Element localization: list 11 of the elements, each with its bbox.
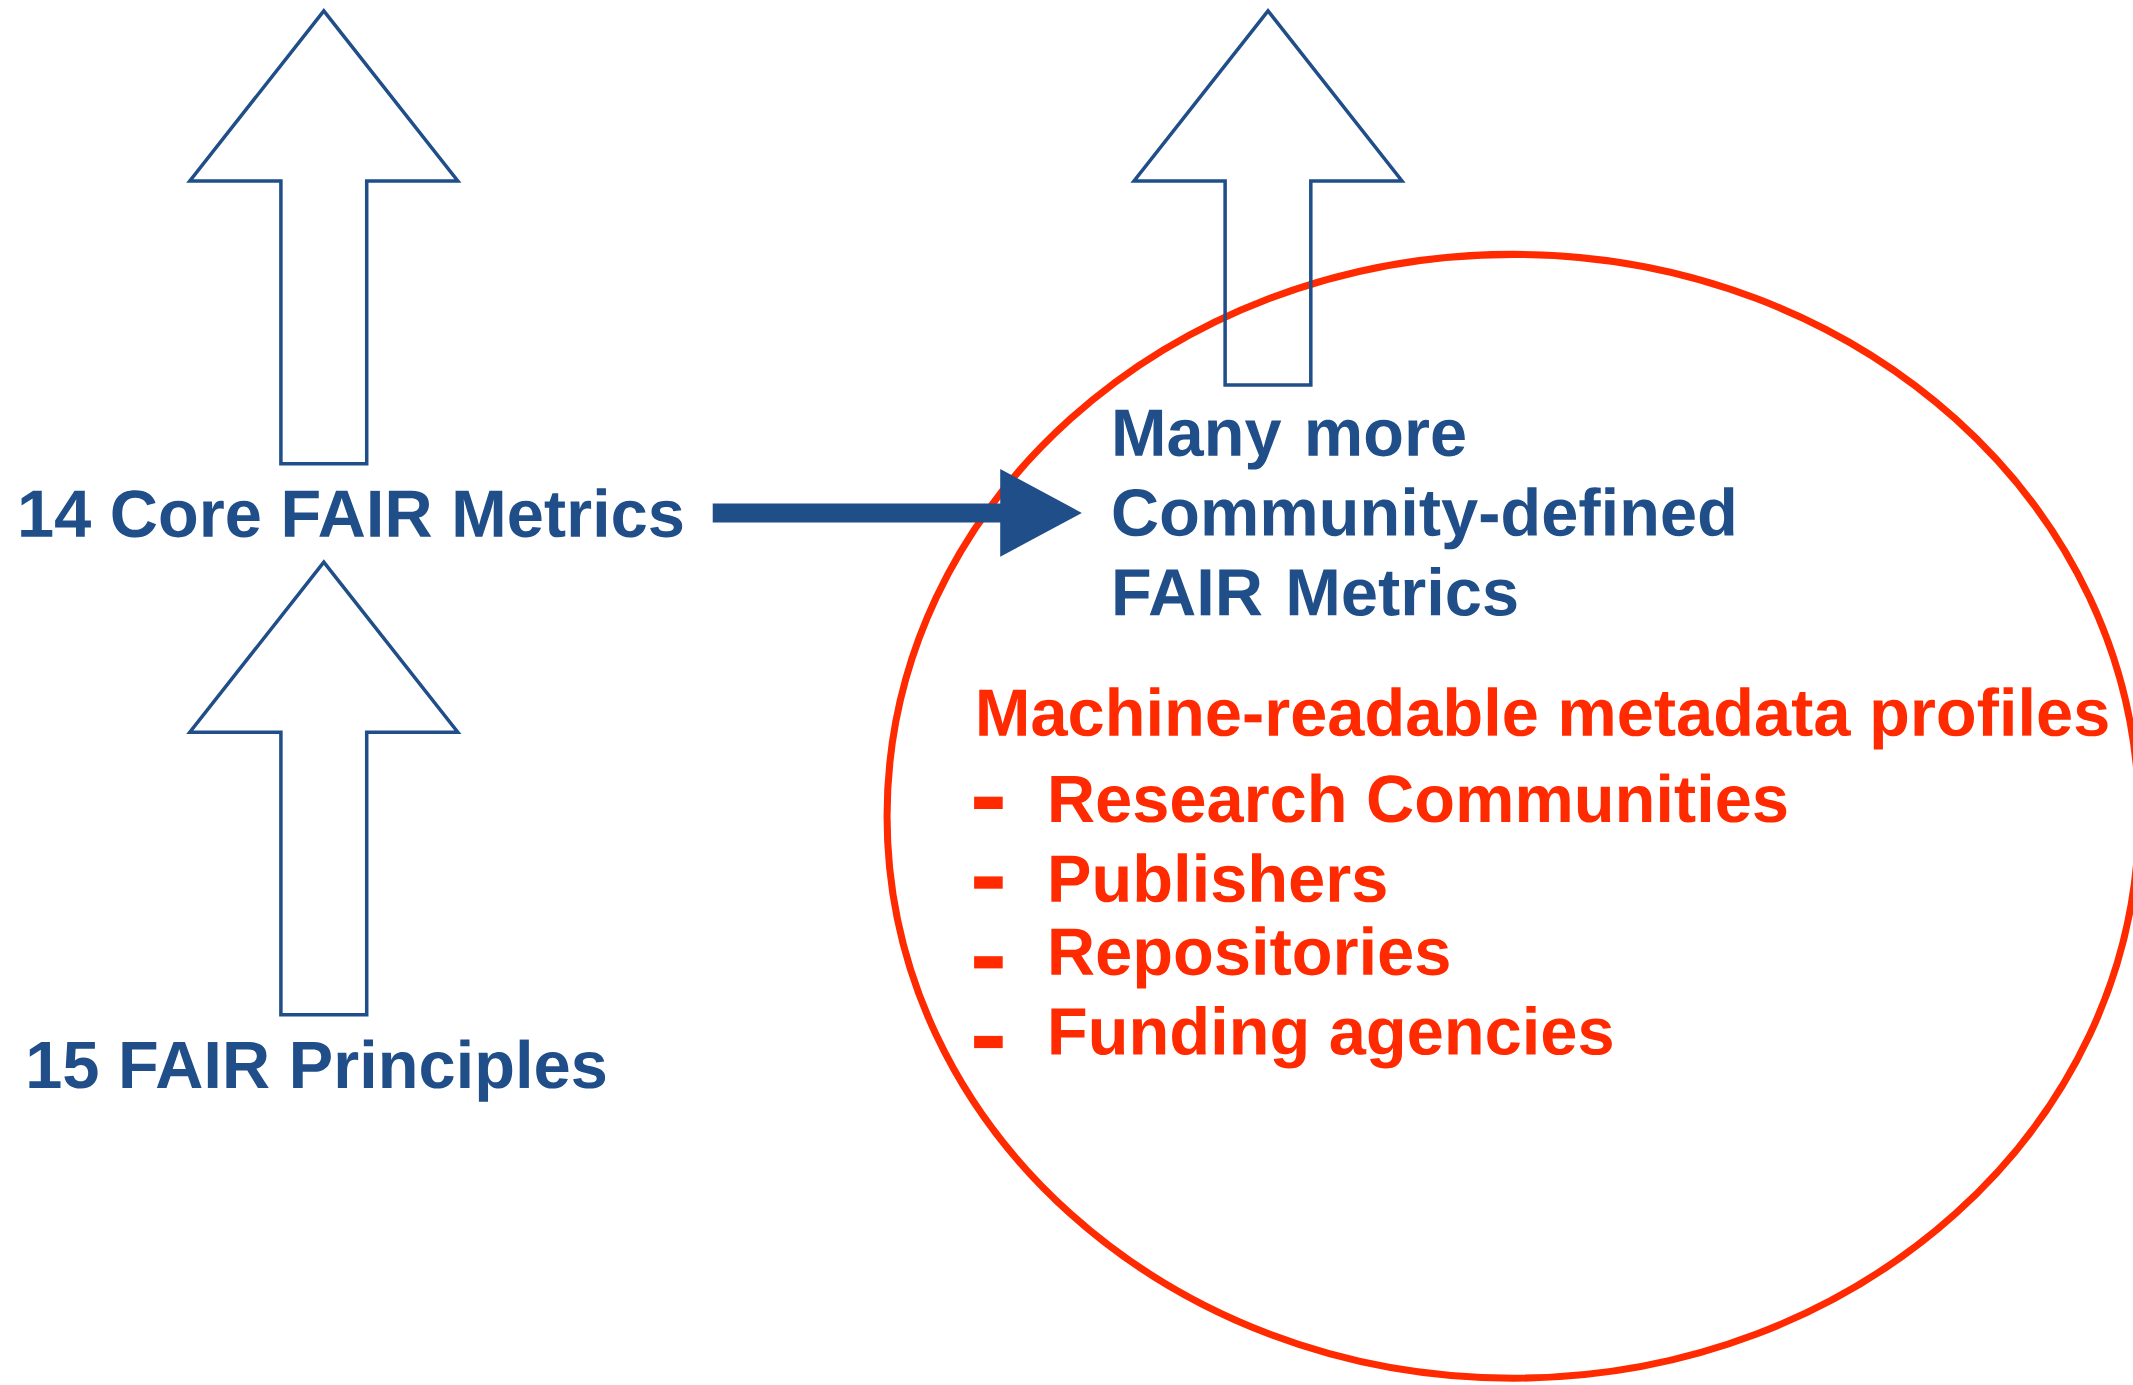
block-arrow — [1130, 8, 1406, 387]
list-item: Repositories — [974, 926, 1449, 989]
list-item: Research Communities — [974, 773, 1787, 823]
block-arrow — [186, 559, 462, 1017]
list-item: Funding agencies — [974, 1006, 1612, 1069]
block-arrow — [186, 8, 462, 466]
text-label: 15 FAIR Principles — [29, 1039, 606, 1102]
text-label: Many more Community-defined FAIR Metrics — [1113, 409, 1734, 616]
list-item: Publishers — [974, 853, 1386, 903]
text-label: 14 Core FAIR Metrics — [21, 488, 683, 538]
list-heading: Machine-readable metadata profiles — [979, 687, 2108, 750]
